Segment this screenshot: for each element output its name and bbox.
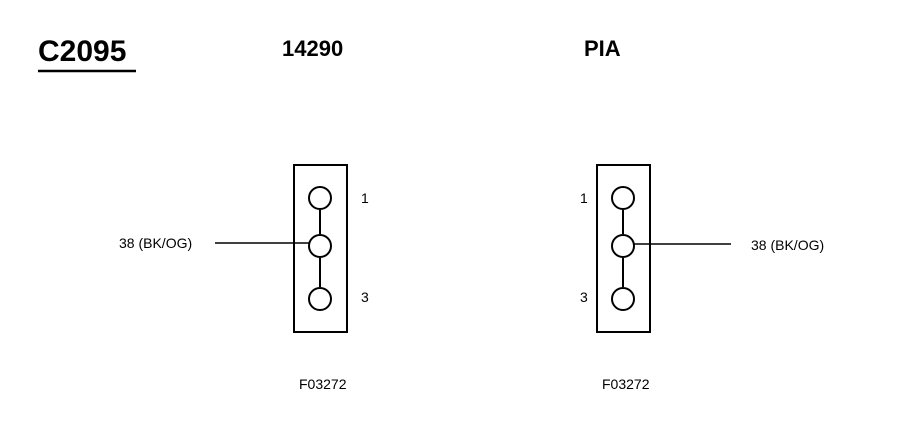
left-pin-3 xyxy=(308,287,332,311)
right-figure-code: F03272 xyxy=(602,376,650,392)
left-pin-label-3: 3 xyxy=(361,289,369,305)
right-connector-body xyxy=(596,164,651,333)
right-pin-label-1: 1 xyxy=(580,190,588,206)
right-pin-3 xyxy=(611,287,635,311)
left-connector-header: 14290 xyxy=(282,36,343,61)
left-wire-label: 38 (BK/OG) xyxy=(119,235,192,251)
right-pin-2 xyxy=(611,234,635,258)
left-connector-body xyxy=(293,164,348,333)
left-pin-label-1: 1 xyxy=(361,190,369,206)
left-connector: 38 (BK/OG) 1 3 F03272 xyxy=(119,164,369,392)
right-wire-label: 38 (BK/OG) xyxy=(751,237,824,253)
left-figure-code: F03272 xyxy=(299,376,347,392)
right-pin-1 xyxy=(611,186,635,210)
right-connector: 38 (BK/OG) 1 3 F03272 xyxy=(580,164,824,392)
left-pin-2 xyxy=(308,234,332,258)
right-pin-label-3: 3 xyxy=(580,289,588,305)
left-pin-1 xyxy=(308,186,332,210)
connector-id-title: C2095 xyxy=(38,35,126,68)
right-connector-header: PIA xyxy=(584,36,621,61)
